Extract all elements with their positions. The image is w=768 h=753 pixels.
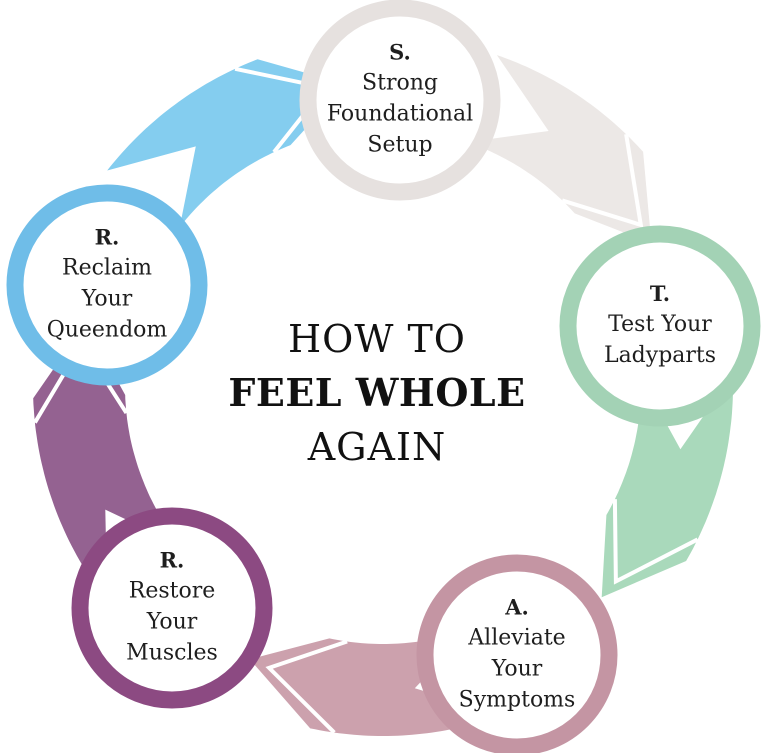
ring-segment-r2: [107, 59, 346, 228]
ring-segment-r1: [33, 322, 180, 602]
chevron-stripe-s: [561, 133, 644, 228]
step-circle-r1: [71, 507, 273, 709]
step-text-line: Ladyparts: [603, 343, 717, 368]
step-letter: S.: [389, 39, 411, 65]
step-text-line: Test Your: [608, 312, 712, 337]
step-text-line: Alleviate: [468, 625, 566, 651]
center-title: HOW TO FEEL WHOLE AGAIN: [217, 312, 537, 474]
chevron-stripe-a: [265, 639, 348, 735]
title-line-1: HOW TO: [288, 317, 466, 361]
step-circle-t: [559, 225, 761, 427]
title-line-3: AGAIN: [307, 425, 447, 469]
step-circle-a: [416, 554, 618, 753]
step-text-line: Your: [146, 609, 198, 635]
ring-segment-t: [601, 373, 733, 598]
step-text-line: Your: [81, 286, 133, 312]
step-text-line: Queendom: [46, 317, 168, 343]
step-circles: [6, 0, 761, 753]
step-letter: T.: [649, 281, 671, 306]
step-text-line: Symptoms: [458, 687, 576, 713]
step-text-line: Muscles: [126, 640, 218, 666]
step-circle-s: [299, 0, 501, 201]
step-text-line: Setup: [367, 132, 433, 158]
title-line-2: FEEL WHOLE: [228, 370, 526, 415]
step-text-line: Foundational: [326, 101, 474, 127]
step-letter: A.: [505, 594, 529, 620]
step-letter: R.: [94, 224, 120, 250]
step-text-line: Restore: [128, 578, 216, 604]
step-text-line: Strong: [362, 70, 438, 96]
step-text-line: Your: [491, 656, 543, 682]
step-letter: R.: [159, 547, 185, 573]
step-circle-r2: [6, 184, 208, 386]
ring-segment-s: [467, 55, 652, 244]
chevron-stripe-t: [612, 499, 699, 585]
step-text-line: Reclaim: [62, 255, 152, 281]
